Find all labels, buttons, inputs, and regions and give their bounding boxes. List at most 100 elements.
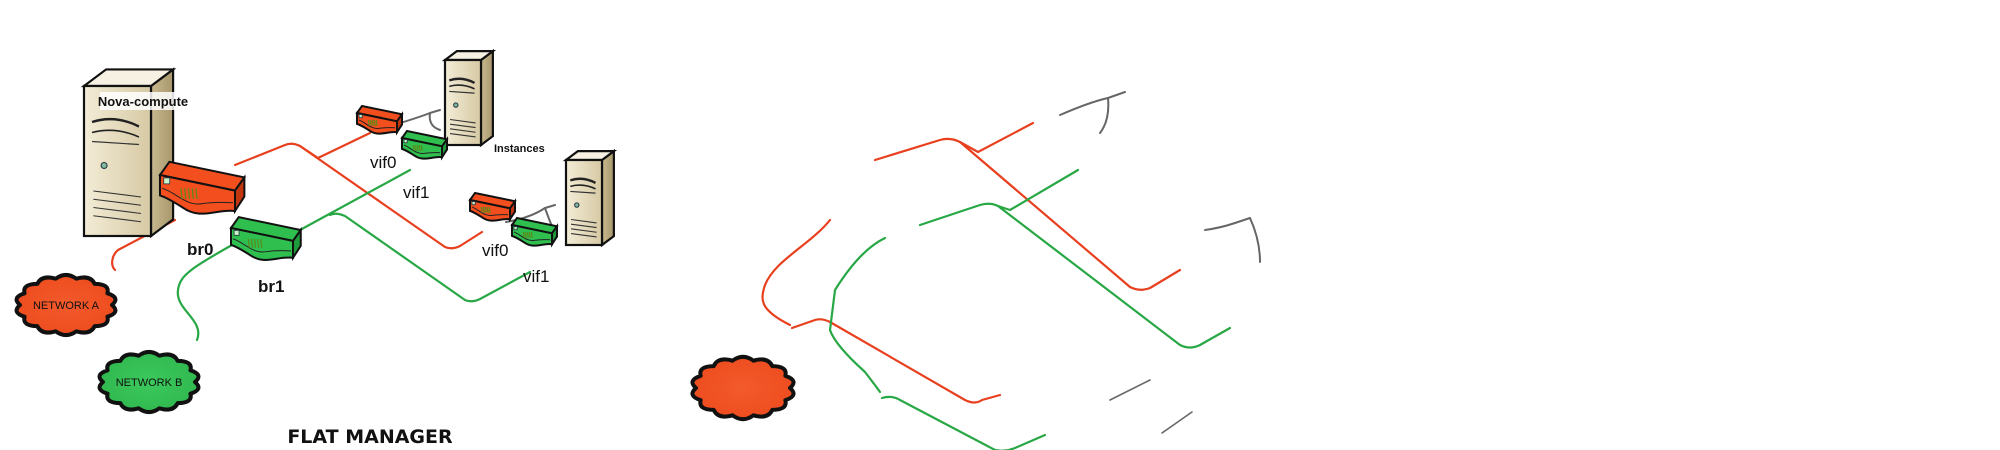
- port-line: [416, 144, 419, 151]
- drive-bay: [570, 190, 596, 194]
- link-network-a-br0: [761, 218, 832, 327]
- port-line: [375, 119, 378, 126]
- port-line: [260, 238, 263, 248]
- drive-bay: [448, 77, 476, 85]
- port-line: [482, 206, 485, 213]
- port-led-icon: [233, 229, 240, 236]
- port-line: [420, 144, 423, 151]
- drive-bay: [91, 129, 140, 138]
- vif1-label: vif1: [523, 267, 549, 286]
- port-line: [528, 231, 531, 238]
- vent-line: [570, 228, 597, 233]
- power-led-icon: [100, 161, 108, 170]
- port-line: [191, 188, 194, 200]
- port-line: [486, 206, 489, 213]
- vif0-label: vif0: [482, 241, 508, 260]
- cloud-shape: [690, 354, 796, 422]
- device-wave: [161, 187, 234, 205]
- port-line: [414, 144, 417, 151]
- port-led-icon: [358, 114, 363, 119]
- power-led-icon: [453, 102, 459, 108]
- network-b-label: NETWORK B: [116, 377, 183, 389]
- port-line: [526, 231, 529, 238]
- port-line: [480, 206, 483, 213]
- link-br1-network-b: [828, 236, 887, 394]
- br1-label: br1: [258, 277, 284, 296]
- link-network-a-br0: [111, 218, 177, 272]
- device-wave: [358, 119, 396, 129]
- vent-line: [449, 118, 476, 124]
- vent-line: [449, 128, 476, 133]
- link-service-label: [1161, 411, 1193, 434]
- port-line: [184, 188, 187, 200]
- network-a-cloud: [14, 272, 118, 338]
- link-network-b-net-br1: [880, 395, 1047, 450]
- br0-switch-icon: [158, 160, 247, 215]
- port-line: [180, 188, 183, 200]
- port-line: [257, 238, 260, 248]
- link-instance2: [1249, 217, 1261, 263]
- port-led-icon: [471, 201, 476, 206]
- cloud-shape: [97, 349, 201, 415]
- link-network-a-net-br0: [790, 318, 1002, 404]
- network-a-label: NETWORK A: [33, 300, 100, 312]
- link-br0-vif0-a: [873, 121, 1035, 162]
- link-br1-vif1-a: [918, 168, 1080, 227]
- port-line: [369, 119, 372, 126]
- link-br1-vif1-a: [298, 168, 412, 232]
- link-instance1: [1059, 91, 1126, 116]
- vent-line: [93, 215, 142, 223]
- port-line: [247, 238, 250, 248]
- drive-bay: [569, 177, 597, 185]
- link-br0-vif0-b: [298, 144, 484, 250]
- network-a-cloud: [690, 354, 796, 422]
- instance-1-server-icon: [441, 48, 497, 148]
- instance-2-server-icon: [562, 148, 618, 248]
- device-front: [159, 173, 236, 215]
- device-front: [230, 226, 294, 261]
- label-bg: [100, 92, 186, 110]
- links-layer: [111, 91, 1261, 450]
- port-line: [488, 206, 491, 213]
- server-side: [479, 48, 494, 148]
- vif0-label: vif0: [370, 153, 396, 172]
- vent-line: [449, 132, 476, 138]
- port-line: [253, 238, 257, 248]
- drive-bay: [92, 140, 139, 146]
- port-line: [412, 144, 415, 151]
- text-layer: Nova-computebr0br1Instancesvif0vif1vif0v…: [33, 92, 549, 448]
- port-line: [530, 231, 533, 238]
- port-led-icon: [513, 226, 518, 231]
- instances-label: Instances: [494, 143, 545, 155]
- server-side: [600, 148, 615, 248]
- port-line: [371, 119, 374, 126]
- link-br1-vif1-b: [328, 212, 532, 303]
- vif1-instance1-icon: [400, 129, 449, 161]
- port-line: [367, 119, 370, 126]
- vent-line: [93, 190, 142, 198]
- vent-line: [570, 218, 597, 224]
- br1-switch-icon: [229, 215, 303, 262]
- panel-title-flat: FLAT MANAGER: [287, 426, 453, 448]
- port-line: [373, 119, 376, 126]
- vif1-label: vif1: [403, 183, 429, 202]
- network-b-cloud: [97, 349, 201, 415]
- port-line: [522, 231, 525, 238]
- link-vif0-instance1: [396, 109, 441, 125]
- port-line: [250, 238, 254, 248]
- port-line: [418, 144, 421, 151]
- link-vif1-instance1: [428, 112, 441, 131]
- link-instance2: [1204, 217, 1251, 231]
- port-line: [484, 206, 487, 213]
- vent-line: [570, 223, 597, 229]
- link-br0-vif0-b: [958, 140, 1182, 291]
- link-network-b-br1: [176, 233, 252, 342]
- link-instance1: [1099, 97, 1110, 134]
- vent-line: [93, 198, 142, 206]
- vif1-instance2-icon: [510, 216, 559, 248]
- port-line: [195, 188, 198, 200]
- vent-line: [93, 206, 142, 215]
- device-wave: [403, 144, 441, 154]
- cloud-shape: [14, 272, 118, 338]
- port-line: [187, 188, 191, 200]
